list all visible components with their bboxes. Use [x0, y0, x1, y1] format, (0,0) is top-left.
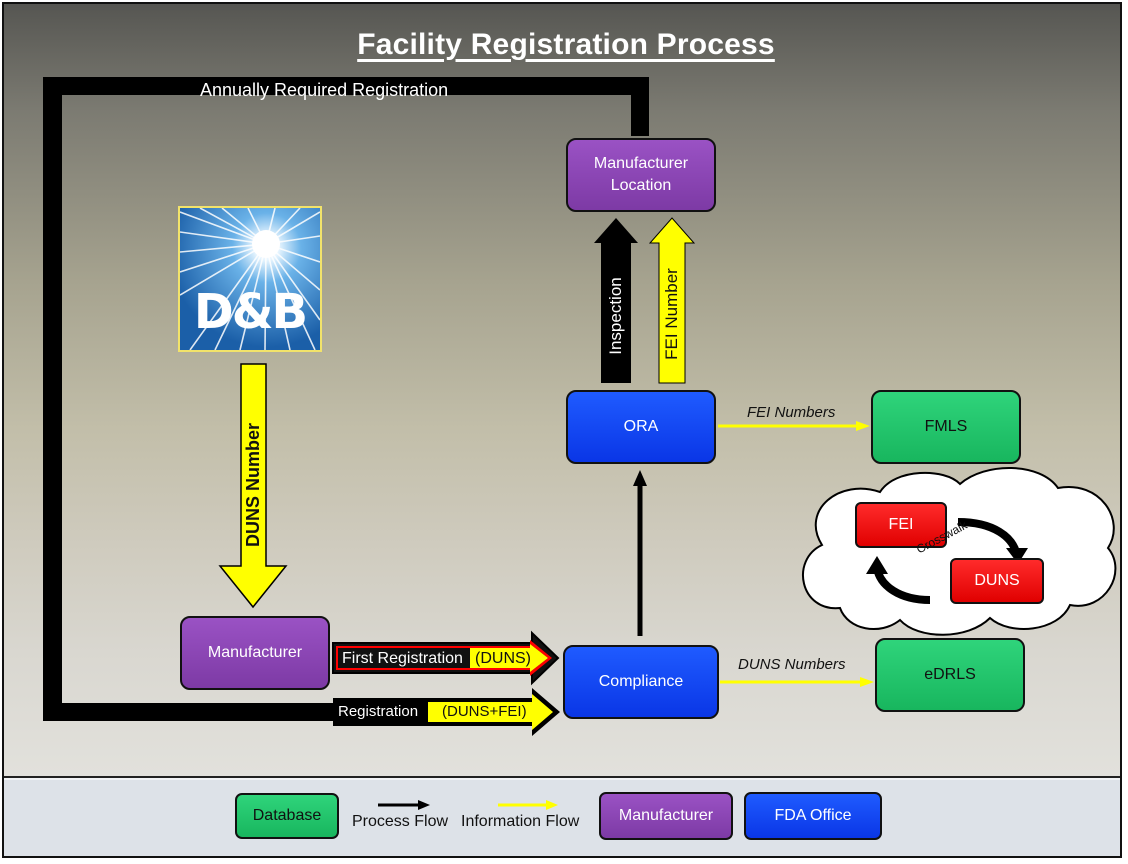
legend-process-arrow [378, 800, 430, 810]
annual-registration-label: Annually Required Registration [200, 80, 449, 100]
ora-to-fmls-arrow [718, 421, 870, 431]
duns-numbers-label: DUNS Numbers [738, 656, 846, 673]
inspection-arrow [594, 218, 638, 383]
registration-label: Registration [338, 703, 419, 720]
ora-node: ORA [566, 390, 716, 464]
fei-number-arrow [648, 217, 696, 384]
registration-arrow [333, 688, 560, 736]
legend-divider [4, 778, 1120, 780]
crosswalk-arrows [866, 518, 1028, 604]
dnb-logo-text: D&B [193, 284, 308, 340]
crosswalk-cloud [802, 467, 1117, 636]
legend-database: Database [235, 793, 339, 839]
legend-manufacturer: Manufacturer [599, 792, 733, 840]
fmls-node: FMLS [871, 390, 1021, 464]
fei-crosswalk-node: FEI [855, 502, 947, 548]
compliance-to-edrls-arrow [720, 677, 874, 687]
legend-panel [4, 776, 1120, 856]
first-registration-arrow [332, 630, 560, 686]
diagram-title: Facility Registration Process [357, 28, 775, 61]
first-registration-label: First Registration [342, 650, 463, 667]
duns-crosswalk-node: DUNS [950, 558, 1044, 604]
registration-tag: (DUNS+FEI) [442, 703, 527, 720]
manufacturer-location-node: Manufacturer Location [566, 138, 716, 212]
fei-number-label: FEI Number [662, 268, 681, 360]
duns-number-label: DUNS Number [243, 422, 263, 547]
compliance-node: Compliance [563, 645, 719, 719]
annual-registration-loop [43, 77, 649, 721]
edrls-node: eDRLS [875, 638, 1025, 712]
duns-number-arrow [218, 363, 288, 609]
legend-fda-office: FDA Office [744, 792, 882, 840]
dnb-logo [178, 206, 322, 352]
manufacturer-node: Manufacturer [180, 616, 330, 690]
legend-information-flow-label: Information Flow [461, 813, 580, 830]
inspection-label: Inspection [606, 277, 625, 355]
fei-numbers-label: FEI Numbers [747, 404, 836, 421]
legend-process-flow-label: Process Flow [352, 813, 449, 830]
annual-loop-fill [44, 78, 62, 718]
legend-information-arrow [498, 800, 558, 810]
first-registration-tag: (DUNS) [475, 650, 531, 667]
compliance-to-ora-arrow [633, 470, 647, 636]
